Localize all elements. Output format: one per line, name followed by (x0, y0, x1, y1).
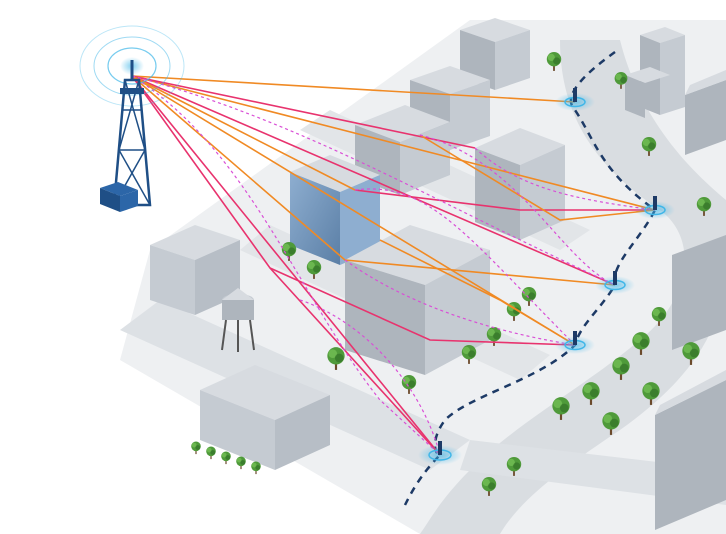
building-right-2 (672, 235, 726, 350)
building-central-large (345, 225, 490, 375)
receivers (418, 88, 675, 465)
building-top-right (625, 27, 685, 118)
user-receiver-icon (418, 441, 462, 465)
building-right-1 (685, 70, 726, 155)
cell-tower-icon (79, 25, 185, 207)
user-receiver-icon (635, 196, 675, 219)
base-station-cabinet-icon (100, 182, 138, 212)
tree-icon (251, 461, 261, 475)
building-right-3 (655, 370, 726, 530)
water-tower-icon (221, 288, 255, 352)
reflected-rays (131, 75, 656, 456)
tree-icon (236, 456, 246, 470)
buildings (150, 18, 726, 530)
user-receiver-icon (595, 271, 635, 294)
tree-icon (206, 446, 216, 460)
tree-icon (221, 451, 231, 465)
user-receiver-icon (555, 88, 595, 111)
tree-icon (191, 441, 201, 455)
user-receiver-icon (555, 331, 595, 354)
building-bottom-left (200, 365, 330, 470)
